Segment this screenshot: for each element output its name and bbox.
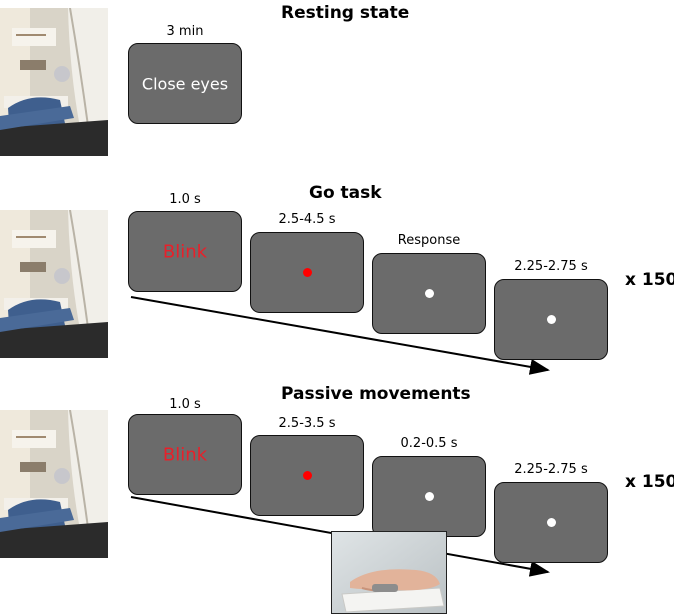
stimulus-screen	[494, 482, 608, 563]
participant-in-meg-scanner-photo	[0, 8, 108, 156]
stimulus-screen	[250, 232, 364, 313]
timing-label: 2.25-2.75 s	[514, 462, 588, 477]
hand-on-device-photo	[331, 531, 447, 614]
timing-label: 0.2-0.5 s	[400, 436, 458, 451]
go-task-timeline-arrow	[130, 296, 550, 375]
stimulus-screen: Close eyes	[128, 43, 242, 124]
timing-label: Response	[397, 233, 461, 248]
trial-repeat-count: x 150	[625, 472, 674, 492]
section-title-resting-state: Resting state	[281, 3, 410, 23]
stimulus-screen: Blink	[128, 211, 242, 292]
timing-label: 2.5-4.5 s	[278, 212, 336, 227]
white-fixation-dot	[546, 315, 556, 324]
white-fixation-dot	[424, 289, 434, 298]
red-fixation-dot	[302, 471, 312, 480]
timing-label: 2.5-3.5 s	[278, 416, 336, 431]
red-fixation-dot	[302, 268, 312, 277]
timing-label: 1.0 s	[169, 397, 201, 412]
timing-label: 1.0 s	[169, 192, 201, 207]
timing-label: 3 min	[166, 24, 204, 39]
blink-cue: Blink	[162, 241, 208, 262]
screen-instruction: Close eyes	[141, 74, 229, 93]
stimulus-screen	[372, 456, 486, 537]
blink-cue: Blink	[162, 444, 208, 465]
section-title-passive-movements: Passive movements	[281, 384, 471, 404]
trial-repeat-count: x 150	[625, 270, 674, 290]
participant-in-meg-scanner-photo	[0, 210, 108, 358]
stimulus-screen	[250, 435, 364, 516]
stimulus-screen: Blink	[128, 414, 242, 495]
timing-label: 2.25-2.75 s	[514, 259, 588, 274]
white-fixation-dot	[424, 492, 434, 501]
white-fixation-dot	[546, 518, 556, 527]
section-title-go-task: Go task	[309, 183, 382, 203]
stimulus-screen	[372, 253, 486, 334]
stimulus-screen	[494, 279, 608, 360]
participant-in-meg-scanner-photo	[0, 410, 108, 558]
